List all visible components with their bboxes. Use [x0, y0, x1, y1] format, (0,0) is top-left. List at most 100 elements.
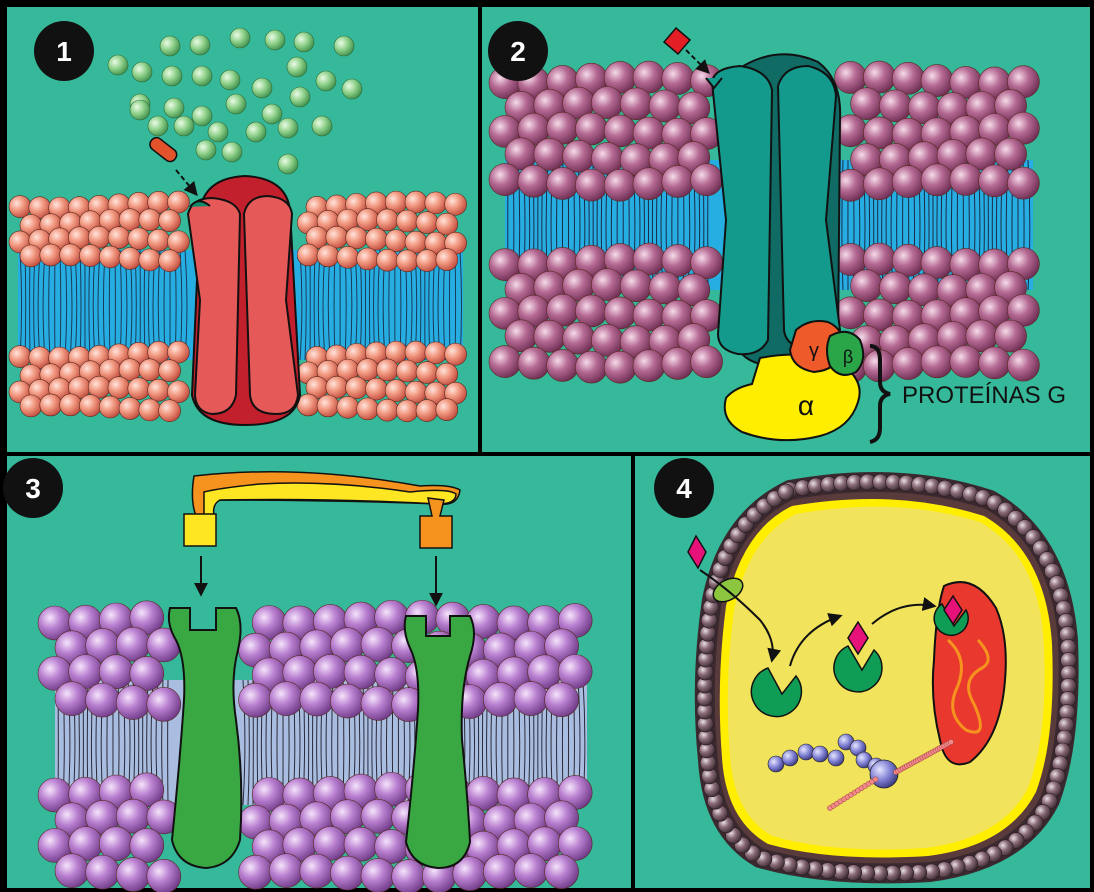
lipid-head — [547, 349, 579, 381]
ligand-sphere — [226, 94, 246, 114]
lipid-head — [518, 347, 550, 379]
lipid-head — [649, 272, 681, 304]
lipid-head — [365, 228, 387, 250]
ligand-sphere — [278, 154, 298, 174]
lipid-head — [662, 165, 694, 197]
lipid-head — [649, 90, 681, 122]
lipid-head — [604, 297, 636, 329]
panel-2-number: 2 — [510, 36, 526, 67]
lipid-head — [376, 249, 398, 271]
lipid-head — [148, 379, 170, 401]
lipid-head — [396, 210, 418, 232]
ligand-sphere — [316, 71, 336, 91]
lipid-head — [662, 244, 694, 276]
ligand-sphere — [252, 78, 272, 98]
ligand-sphere — [174, 116, 194, 136]
lipid-head — [376, 359, 398, 381]
lipid-head — [547, 167, 579, 199]
ligand-sphere — [312, 116, 332, 136]
lipid-head — [979, 165, 1011, 197]
lipid-head — [317, 245, 339, 267]
panel-4-number: 4 — [676, 473, 692, 504]
ribosome — [870, 760, 898, 788]
ligand-sphere — [192, 106, 212, 126]
panel-3-bottom-heads — [38, 772, 592, 892]
g-proteins-label: PROTEÍNAS G — [902, 382, 1066, 409]
lipid-head — [239, 683, 273, 717]
lipid-head — [119, 247, 141, 269]
ligand-sphere — [108, 55, 128, 75]
lipid-head — [361, 858, 395, 892]
amino-acid — [948, 739, 953, 744]
lipid-head — [575, 351, 607, 383]
ligand-sphere — [230, 28, 250, 48]
lipid-head — [269, 854, 303, 888]
ligand-sphere — [294, 32, 314, 52]
lipid-head — [147, 687, 181, 721]
lipid-head — [40, 394, 62, 416]
ligand-sphere — [196, 140, 216, 160]
lipid-head — [119, 397, 141, 419]
lipid-head — [604, 169, 636, 201]
lipid-head — [604, 351, 636, 383]
lipid-head — [396, 400, 418, 422]
lipid-head — [436, 213, 458, 235]
lipid-head — [921, 346, 953, 378]
lipid-head — [159, 250, 181, 272]
beta-label: β — [843, 347, 853, 367]
protein-bead — [828, 750, 844, 766]
lipid-head — [108, 227, 130, 249]
lipid-head — [545, 683, 579, 717]
lipid-head — [139, 359, 161, 381]
lipid-head — [620, 270, 652, 302]
lipid-head — [892, 348, 924, 380]
lipid-head — [385, 230, 407, 252]
lipid-head — [300, 854, 334, 888]
lipid-head — [534, 320, 566, 352]
lipid-head — [346, 377, 368, 399]
lipid-head — [851, 88, 883, 120]
lipid-head — [489, 164, 521, 196]
ligand-sphere — [160, 36, 180, 56]
lipid-head — [534, 138, 566, 170]
lipid-head — [1007, 349, 1039, 381]
lipid-head — [416, 400, 438, 422]
protein-bead — [768, 756, 784, 772]
lipid-head — [79, 395, 101, 417]
lipid-head — [620, 88, 652, 120]
ligand-sphere — [287, 57, 307, 77]
ligand-sphere — [342, 79, 362, 99]
lipid-head — [436, 249, 458, 271]
lipid-head — [116, 686, 150, 720]
gamma-label: γ — [809, 340, 819, 362]
lipid-head — [86, 855, 120, 889]
lipid-head — [416, 212, 438, 234]
lipid-head — [416, 250, 438, 272]
lipid-head — [147, 859, 181, 892]
lipid-head — [55, 854, 89, 888]
lipid-head — [269, 682, 303, 716]
lipid-head — [128, 378, 150, 400]
protein-bead — [798, 744, 814, 760]
lipid-head — [330, 684, 364, 718]
lipid-head — [392, 860, 426, 892]
ligand-sphere — [262, 104, 282, 124]
lipid-head — [148, 229, 170, 251]
ligand-sphere — [222, 142, 242, 162]
lipid-head — [483, 682, 517, 716]
panel-3-top-heads — [38, 600, 592, 721]
lipid-head — [139, 249, 161, 271]
ligand-sphere — [278, 118, 298, 138]
ligand-sphere — [148, 116, 168, 136]
panel-2-receptor-channel — [706, 54, 840, 364]
lipid-head — [60, 244, 82, 266]
lipid-head — [376, 399, 398, 421]
ligand-sphere — [164, 98, 184, 118]
lipid-head — [167, 381, 189, 403]
lipid-head — [60, 394, 82, 416]
lipid-head — [575, 169, 607, 201]
lipid-head — [483, 854, 517, 888]
lipid-head — [9, 196, 31, 218]
lipid-head — [921, 164, 953, 196]
